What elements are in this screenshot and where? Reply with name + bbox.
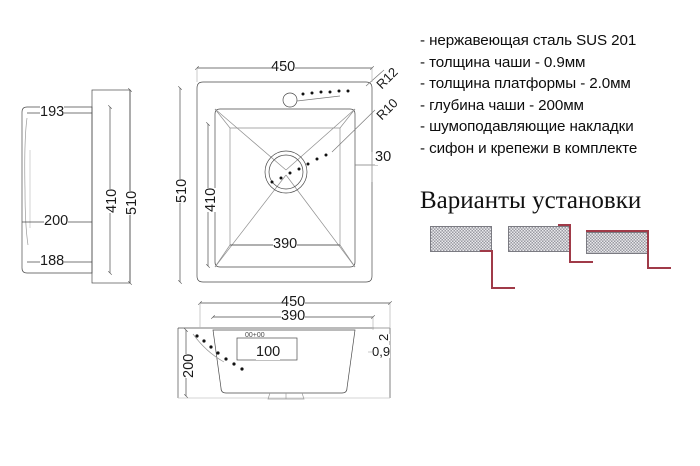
spec-line: - глубина чаши - 200мм xyxy=(420,96,584,114)
dim-side-depth: 200 xyxy=(44,213,69,229)
dim-top-edge-offset: 30 xyxy=(375,149,392,165)
dim-front-depth: 200 xyxy=(181,353,197,378)
dim-front-bowl-width: 390 xyxy=(281,308,306,324)
dim-top-overall-width: 450 xyxy=(271,59,296,75)
dim-top-bowl-width: 390 xyxy=(273,236,298,252)
dim-front-overall-width: 450 xyxy=(281,294,306,310)
dim-front-drain-note: 100 xyxy=(256,344,281,360)
spec-line: - толщина чаши - 0.9мм xyxy=(420,53,586,71)
dim-front-drain-small-note: 00+00 xyxy=(245,332,265,339)
variants-heading: Варианты установки xyxy=(420,187,642,214)
dim-front-platform-thickness: 2 xyxy=(376,333,391,341)
spec-line: - нержавеющая сталь SUS 201 xyxy=(420,32,637,49)
dim-side-width-bottom: 188 xyxy=(40,253,65,269)
dim-top-overall-height: 510 xyxy=(174,178,190,203)
spec-line: - шумоподавляющие накладки xyxy=(420,118,634,135)
dim-top-bowl-height: 410 xyxy=(203,187,219,212)
dim-side-outer-height: 510 xyxy=(124,190,140,215)
variant-counter-block xyxy=(508,226,570,252)
dim-side-inner-height: 410 xyxy=(104,188,120,213)
side-view-geometry xyxy=(21,88,132,285)
specification-list: - нержавеющая сталь SUS 201 - толщина ча… xyxy=(420,30,695,159)
spec-line: - сифон и крепежи в комплекте xyxy=(420,139,638,157)
dim-side-width-top: 193 xyxy=(40,104,65,120)
spec-line: - толщина платформы - 2.0мм xyxy=(420,75,631,92)
dim-front-bowl-thickness: 0,9 xyxy=(372,344,391,359)
variant-counter-block xyxy=(430,226,492,252)
